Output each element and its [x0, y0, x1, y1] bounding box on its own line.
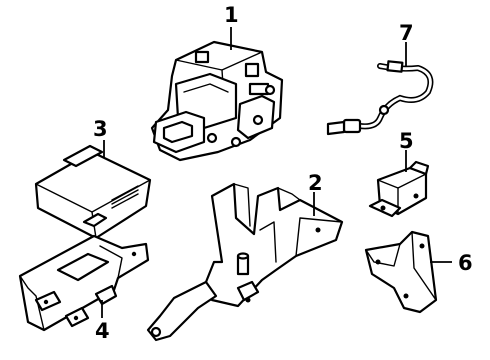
module-bracket	[18, 234, 150, 332]
callout-4: 4	[95, 319, 110, 343]
callout-6: 6	[458, 251, 473, 275]
sensor	[368, 160, 430, 218]
callout-7: 7	[399, 21, 414, 45]
abs-hydraulic-unit	[150, 40, 284, 162]
callout-2: 2	[308, 171, 323, 195]
callout-1: 1	[224, 3, 239, 27]
callout-5: 5	[399, 129, 414, 153]
leader-lines	[101, 27, 452, 318]
callout-3: 3	[93, 117, 108, 141]
sensor-bracket	[364, 230, 438, 314]
control-module	[34, 144, 152, 240]
brake-line	[326, 60, 434, 136]
callout-labels: 1 2 3 4 5 6 7	[93, 3, 473, 343]
mounting-bracket	[146, 182, 344, 342]
